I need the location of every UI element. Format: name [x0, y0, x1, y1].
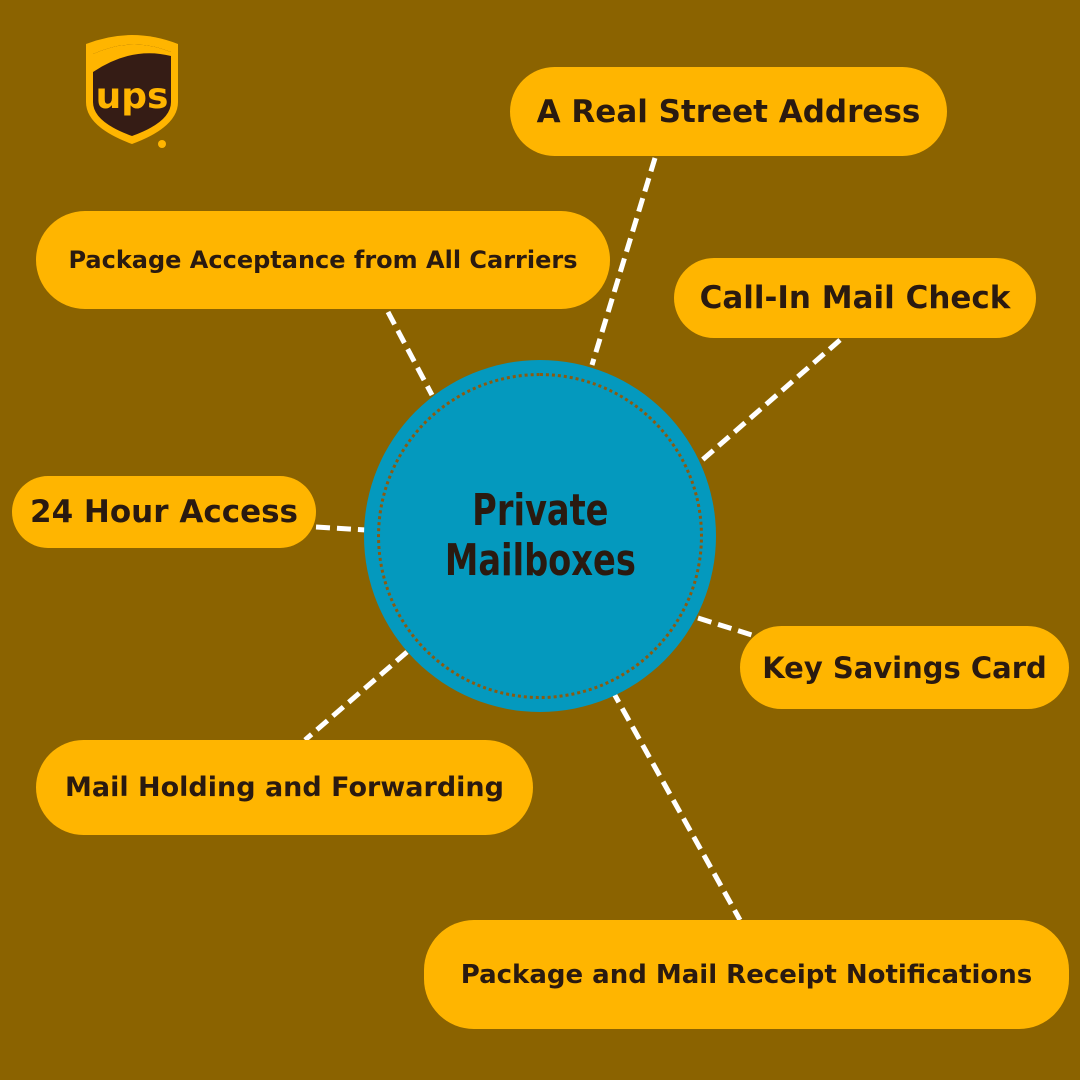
- connector-package-acceptance: [385, 310, 435, 397]
- feature-street-address: A Real Street Address: [510, 67, 947, 156]
- feature-mail-holding: Mail Holding and Forwarding: [36, 740, 533, 835]
- feature-receipt-notifications: Package and Mail Receipt Notifications: [424, 920, 1069, 1029]
- center-title-line1: Private: [471, 485, 609, 536]
- connector-receipt-notifications: [609, 688, 743, 922]
- connector-24-hour: [315, 524, 367, 533]
- dotted-ring: [377, 373, 703, 699]
- svg-text:ups: ups: [96, 76, 169, 117]
- feature-package-acceptance: Package Acceptance from All Carriers: [36, 211, 610, 309]
- feature-24-hour-access: 24 Hour Access: [12, 476, 316, 548]
- feature-call-in-mail-check: Call-In Mail Check: [674, 258, 1036, 338]
- feature-key-savings-card: Key Savings Card: [740, 626, 1069, 709]
- connector-key-savings: [697, 615, 756, 639]
- connector-mail-holding: [303, 650, 409, 742]
- center-hub: Private Mailboxes: [364, 360, 716, 712]
- center-title-line2: Mailboxes: [444, 535, 636, 586]
- ups-logo: ups: [86, 35, 178, 148]
- center-title: Private Mailboxes: [444, 486, 635, 586]
- connector-call-in: [698, 338, 842, 464]
- connector-street-address: [589, 157, 658, 366]
